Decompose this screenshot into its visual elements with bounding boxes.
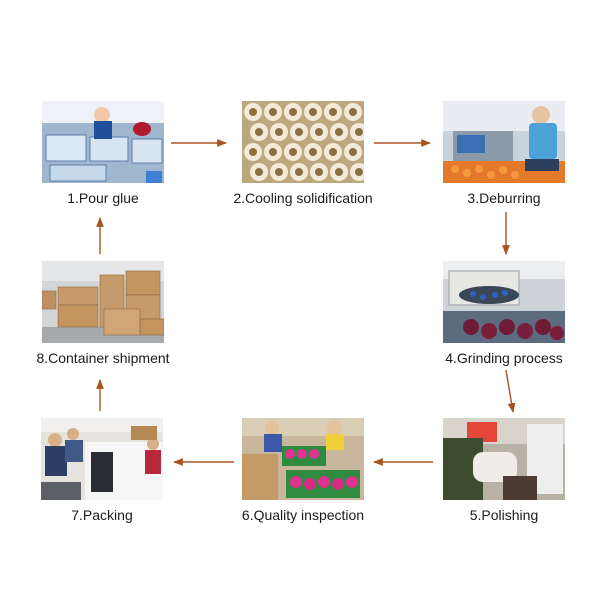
step-7: 7.Packing (22, 418, 182, 523)
polishing-gloves-photo (443, 418, 565, 500)
step-3: 3.Deburring (424, 101, 584, 206)
cooling-molds-photo (242, 101, 364, 183)
arrow-4-to-5 (505, 369, 516, 413)
step-label: 1.Pour glue (67, 190, 139, 206)
step-label: 5.Polishing (469, 507, 539, 523)
step-label: 8.Container shipment (36, 350, 170, 366)
step-label: 7.Packing (71, 507, 133, 523)
step-label: 4.Grinding process (445, 350, 563, 366)
step-label: 6.Quality inspection (241, 507, 365, 523)
factory-glue-pouring-photo (42, 101, 164, 183)
step-8: 8.Container shipment (23, 261, 183, 366)
step-2: 2.Cooling solidification (223, 101, 383, 206)
step-5: 5.Polishing (424, 418, 584, 523)
step-6: 6.Quality inspection (223, 418, 383, 523)
grinding-machine-photo (443, 261, 565, 343)
quality-inspection-photo (242, 418, 364, 500)
step-label: 3.Deburring (467, 190, 541, 206)
step-4: 4.Grinding process (424, 261, 584, 366)
deburring-worker-photo (443, 101, 565, 183)
warehouse-cartons-photo (42, 261, 164, 343)
step-label: 2.Cooling solidification (233, 190, 373, 206)
packing-line-photo (41, 418, 163, 500)
step-1: 1.Pour glue (23, 101, 183, 206)
